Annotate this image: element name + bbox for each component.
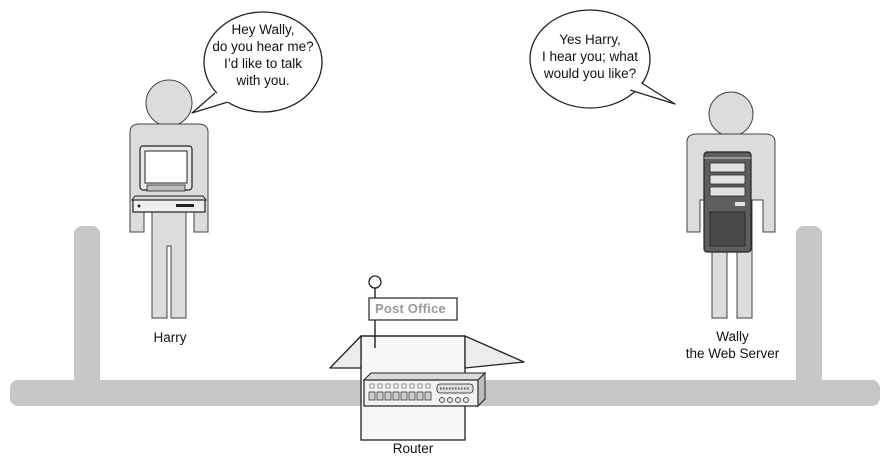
- router-ports: [368, 391, 432, 401]
- router-label: Router: [392, 441, 434, 456]
- harry-speech-line: do you hear me?: [212, 39, 314, 54]
- harry-speech-text: Hey Wally, do you hear me? I’d like to t…: [205, 21, 321, 89]
- wally-label-role: the Web Server: [685, 346, 780, 361]
- post-office-sign: [368, 275, 458, 348]
- wally-speech-bubble: [529, 9, 676, 109]
- harry-speech-bubble: [191, 11, 323, 114]
- router-leds: [369, 383, 431, 389]
- wally-speech-text: Yes Harry, I hear you; what would you li…: [534, 31, 646, 82]
- wally-label: Wally the Web Server: [670, 328, 795, 362]
- post-office-sign-text: Post Office: [375, 301, 446, 316]
- wally-label-name: Wally: [716, 329, 749, 344]
- wally-speech-line: I hear you; what: [541, 49, 639, 64]
- harry-speech-line: with you.: [236, 73, 290, 88]
- wally-speech-line: Yes Harry,: [559, 32, 621, 47]
- harry-label: Harry: [153, 330, 187, 345]
- harry-speech-line: Hey Wally,: [231, 22, 295, 37]
- router-icon: [362, 371, 487, 408]
- computer-icon: [131, 145, 207, 213]
- wally-speech-line: would you like?: [543, 66, 637, 81]
- server-icon: [703, 151, 752, 253]
- harry-speech-line: I’d like to talk: [223, 56, 303, 71]
